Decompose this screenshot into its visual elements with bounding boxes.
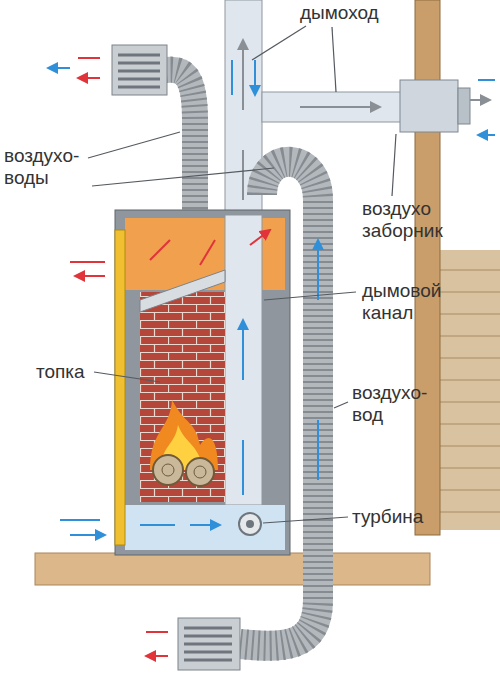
- part-label: дымоход: [300, 2, 379, 24]
- part-label: топка: [36, 361, 85, 383]
- part-label: воздухо- вод: [352, 382, 462, 426]
- part-label: воздухо заборник: [362, 198, 477, 242]
- part-label: воздухо- воды: [4, 145, 104, 189]
- part-label: турбина: [352, 506, 423, 528]
- part-label: дымовой канал: [362, 280, 477, 324]
